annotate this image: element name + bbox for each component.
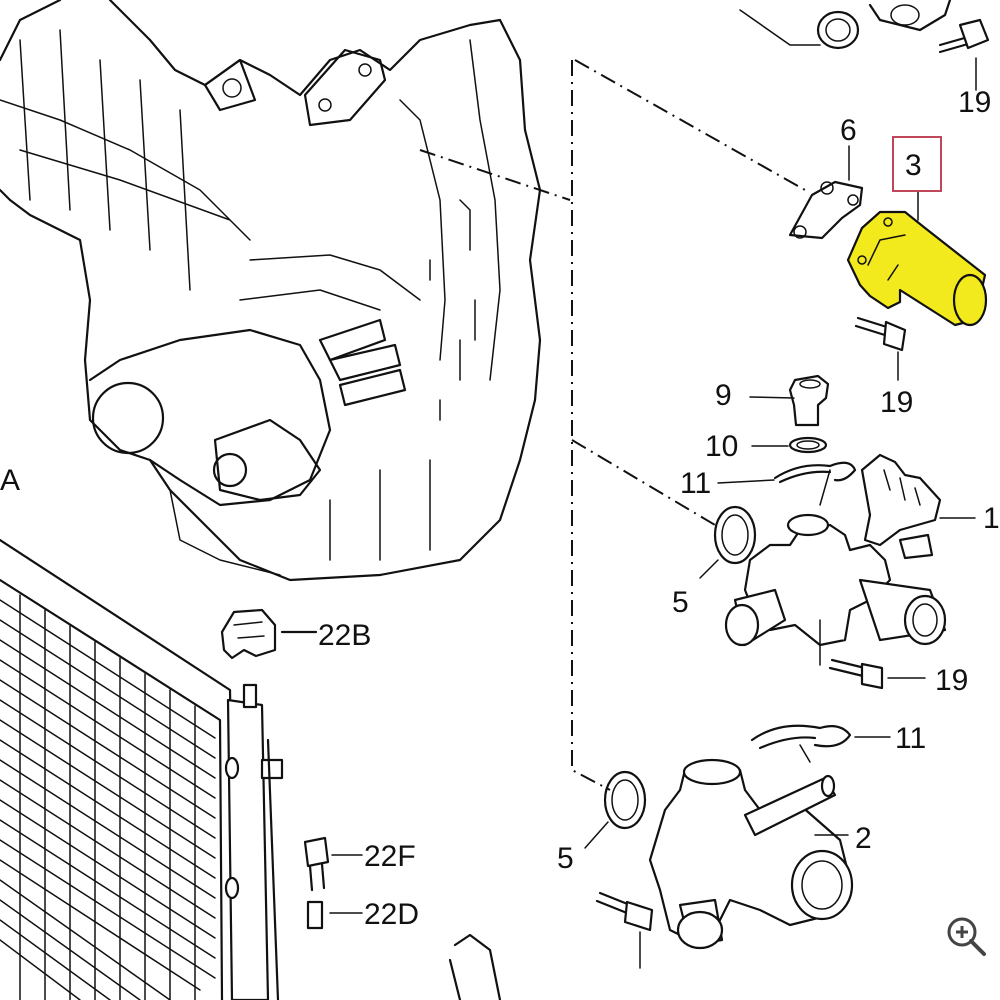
label-section-a: A bbox=[0, 464, 20, 497]
callout-labels: 3 6 19 19 9 10 11 5 1 19 11 2 5 22B 22F … bbox=[0, 86, 1000, 931]
label-part-1: 1 bbox=[983, 502, 1000, 535]
label-part-11-lower: 11 bbox=[895, 722, 926, 755]
bolt-22f bbox=[303, 836, 363, 892]
gasket-6 bbox=[788, 145, 864, 240]
coolant-flange-2 bbox=[584, 724, 891, 969]
label-part-19-mid: 19 bbox=[880, 386, 913, 419]
label-part-10: 10 bbox=[705, 430, 738, 463]
plug-9-seal-10 bbox=[717, 374, 857, 506]
label-part-22d: 22D bbox=[364, 898, 419, 931]
clip-22b bbox=[220, 608, 318, 660]
label-part-6: 6 bbox=[840, 114, 857, 147]
label-part-9: 9 bbox=[715, 379, 732, 412]
top-right-parts bbox=[739, 0, 990, 91]
assembly-lines bbox=[419, 59, 806, 791]
part-3-flange-pipe bbox=[846, 136, 988, 381]
bottom-stub bbox=[448, 933, 502, 1000]
label-part-11-upper: 11 bbox=[680, 467, 711, 500]
label-part-5-upper: 5 bbox=[672, 586, 689, 619]
label-part-19-low: 19 bbox=[935, 664, 968, 697]
label-part-3: 3 bbox=[905, 149, 922, 182]
pin-22d bbox=[306, 900, 363, 930]
label-part-19-top: 19 bbox=[958, 86, 991, 119]
thermostat-housing-1 bbox=[699, 453, 976, 690]
label-part-2: 2 bbox=[855, 822, 872, 855]
part-3-highlight-box bbox=[892, 136, 942, 192]
label-part-22f: 22F bbox=[364, 840, 416, 873]
zoom-in-button[interactable] bbox=[942, 912, 990, 960]
engine-block bbox=[0, 0, 542, 582]
label-part-22b: 22B bbox=[318, 619, 371, 652]
radiator bbox=[0, 538, 284, 1000]
label-part-5-lower: 5 bbox=[557, 842, 574, 875]
zoom-in-icon bbox=[947, 917, 986, 956]
